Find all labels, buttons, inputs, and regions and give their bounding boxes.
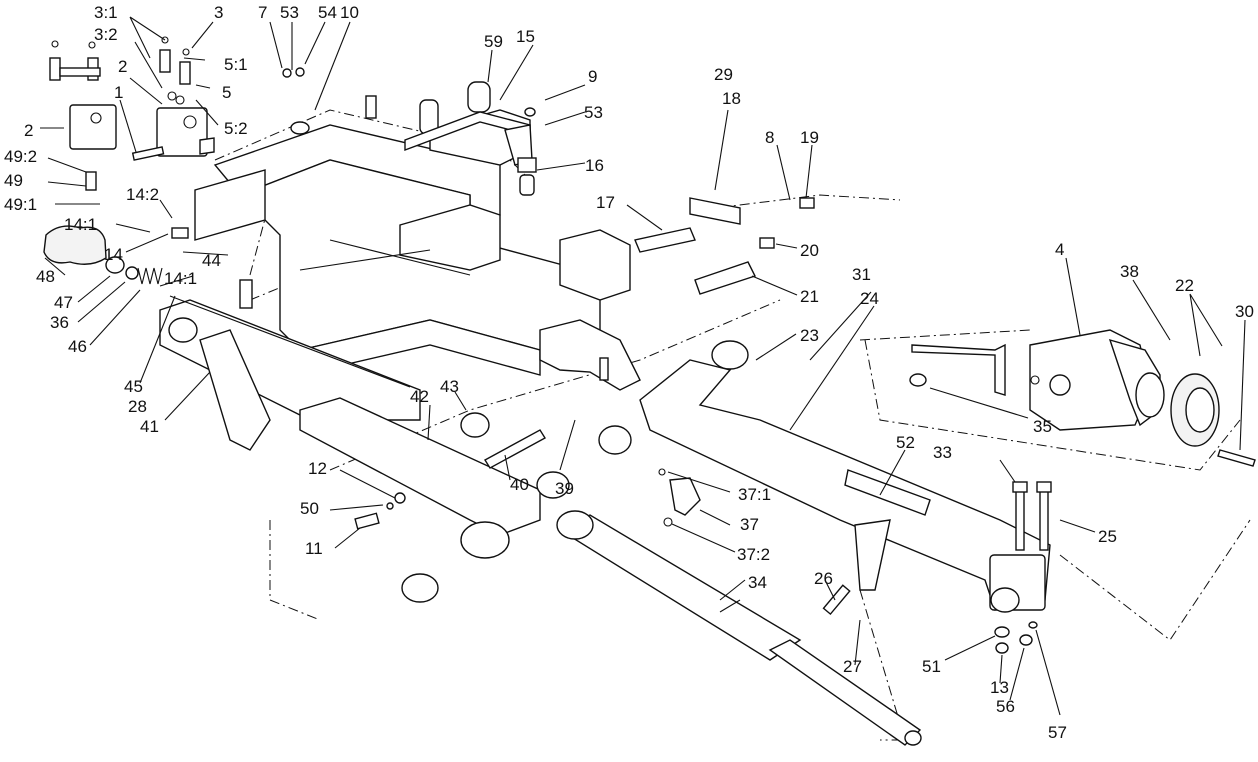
callout-label-37-2: 37:2	[737, 545, 770, 564]
callout-label-50: 50	[300, 499, 319, 518]
leader-lines	[40, 16, 1246, 716]
callout-label-9: 9	[588, 67, 597, 86]
bushings-and-pins	[365, 81, 756, 603]
fasteners	[239, 67, 1052, 654]
callout-label-51: 51	[922, 657, 941, 676]
callout-label-36: 36	[50, 313, 69, 332]
callout-label-54: 54	[318, 3, 337, 22]
callout-label-3-2: 3:2	[94, 25, 118, 44]
callout-label-28: 28	[128, 397, 147, 416]
callout-label-22: 22	[1175, 276, 1194, 295]
main-frame	[194, 109, 641, 391]
callout-label-23: 23	[800, 326, 819, 345]
callout-label-18: 18	[722, 89, 741, 108]
callout-label-37: 37	[740, 515, 759, 534]
callout-label-46: 46	[68, 337, 87, 356]
callout-label-20: 20	[800, 241, 819, 260]
callout-label-44: 44	[202, 251, 221, 270]
callout-label-47: 47	[54, 293, 73, 312]
callout-label-17: 17	[596, 193, 615, 212]
callout-label-3-1: 3:1	[94, 3, 118, 22]
valve-assembly	[49, 36, 215, 239]
callout-label-14-2: 14:2	[126, 185, 159, 204]
callout-label-41: 41	[140, 417, 159, 436]
callout-label-14-1a: 14:1	[64, 215, 97, 234]
callout-label-49-2: 49:2	[4, 147, 37, 166]
callout-label-16: 16	[585, 156, 604, 175]
brackets	[404, 111, 1006, 396]
callout-label-38: 38	[1120, 262, 1139, 281]
callout-label-7: 7	[258, 3, 267, 22]
filter-spring-stack	[43, 225, 163, 285]
callout-label-53b: 53	[584, 103, 603, 122]
elbow-fitting	[658, 468, 701, 527]
callout-label-4: 4	[1055, 240, 1064, 259]
callout-label-49-1: 49:1	[4, 195, 37, 214]
callout-label-37-1: 37:1	[738, 485, 771, 504]
callout-label-35: 35	[1033, 417, 1052, 436]
callout-label-30: 30	[1235, 302, 1254, 321]
callout-label-57: 57	[1048, 723, 1067, 742]
callout-label-15: 15	[516, 27, 535, 46]
callout-label-13: 13	[990, 678, 1009, 697]
hydraulic-pump	[1029, 329, 1256, 467]
callout-label-42: 42	[410, 387, 429, 406]
callout-label-56: 56	[996, 697, 1015, 716]
callout-label-5-2: 5:2	[224, 119, 248, 138]
callout-label-3: 3	[214, 3, 223, 22]
callout-label-26: 26	[814, 569, 833, 588]
callout-label-25: 25	[1098, 527, 1117, 546]
right-lift-arm	[639, 359, 1051, 613]
callout-label-14-1b: 14:1	[164, 269, 197, 288]
callout-label-24: 24	[860, 289, 879, 308]
callout-label-40: 40	[510, 475, 529, 494]
callout-label-21: 21	[800, 287, 819, 306]
callout-label-52: 52	[896, 433, 915, 452]
callout-label-2a: 2	[118, 57, 127, 76]
callout-label-1: 1	[114, 83, 123, 102]
callout-label-8: 8	[765, 128, 774, 147]
callout-label-29: 29	[714, 65, 733, 84]
callout-label-31: 31	[852, 265, 871, 284]
left-lift-arm	[159, 295, 541, 559]
callout-label-12: 12	[308, 459, 327, 478]
callout-label-10: 10	[340, 3, 359, 22]
callout-label-43: 43	[440, 377, 459, 396]
callout-label-27: 27	[843, 657, 862, 676]
callout-label-39: 39	[555, 479, 574, 498]
callout-label-53a: 53	[280, 3, 299, 22]
callout-label-5: 5	[222, 83, 231, 102]
callout-label-14: 14	[104, 245, 123, 264]
callout-label-49: 49	[4, 171, 23, 190]
callout-label-19: 19	[800, 128, 819, 147]
callout-label-34: 34	[748, 573, 767, 592]
callout-label-59: 59	[484, 32, 503, 51]
callout-label-45: 45	[124, 377, 143, 396]
callout-label-11: 11	[305, 539, 323, 558]
callout-label-48: 48	[36, 267, 55, 286]
hydraulic-cylinder	[556, 510, 922, 746]
callout-label-2b: 2	[24, 121, 33, 140]
callout-label-5-1: 5:1	[224, 55, 248, 74]
callout-label-33: 33	[933, 443, 952, 462]
